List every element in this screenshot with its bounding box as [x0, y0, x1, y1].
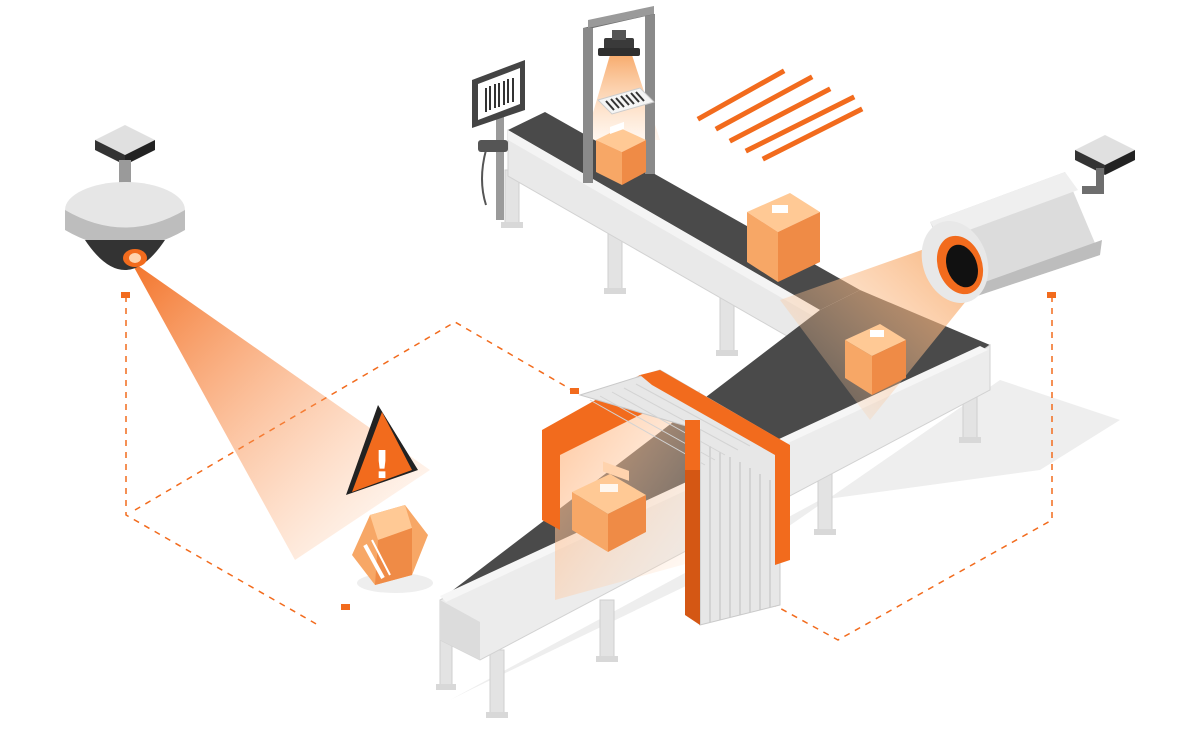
- rejected-package-icon: [352, 505, 428, 585]
- package-under-scanner: [596, 121, 646, 185]
- barcode-scanner-gate: [583, 5, 655, 183]
- package-upper-belt: [747, 193, 820, 282]
- package-corner-belt: [845, 324, 906, 395]
- dome-camera-icon: [65, 125, 185, 270]
- bullet-camera-icon: [921, 135, 1135, 303]
- warning-triangle-icon: !: [346, 405, 418, 495]
- barcode-icon: [485, 78, 514, 112]
- orange-stripes-decoration: [696, 68, 864, 162]
- warning-symbol: !: [373, 443, 390, 487]
- barcode-monitor: [472, 60, 525, 220]
- package-in-xray: [572, 474, 646, 552]
